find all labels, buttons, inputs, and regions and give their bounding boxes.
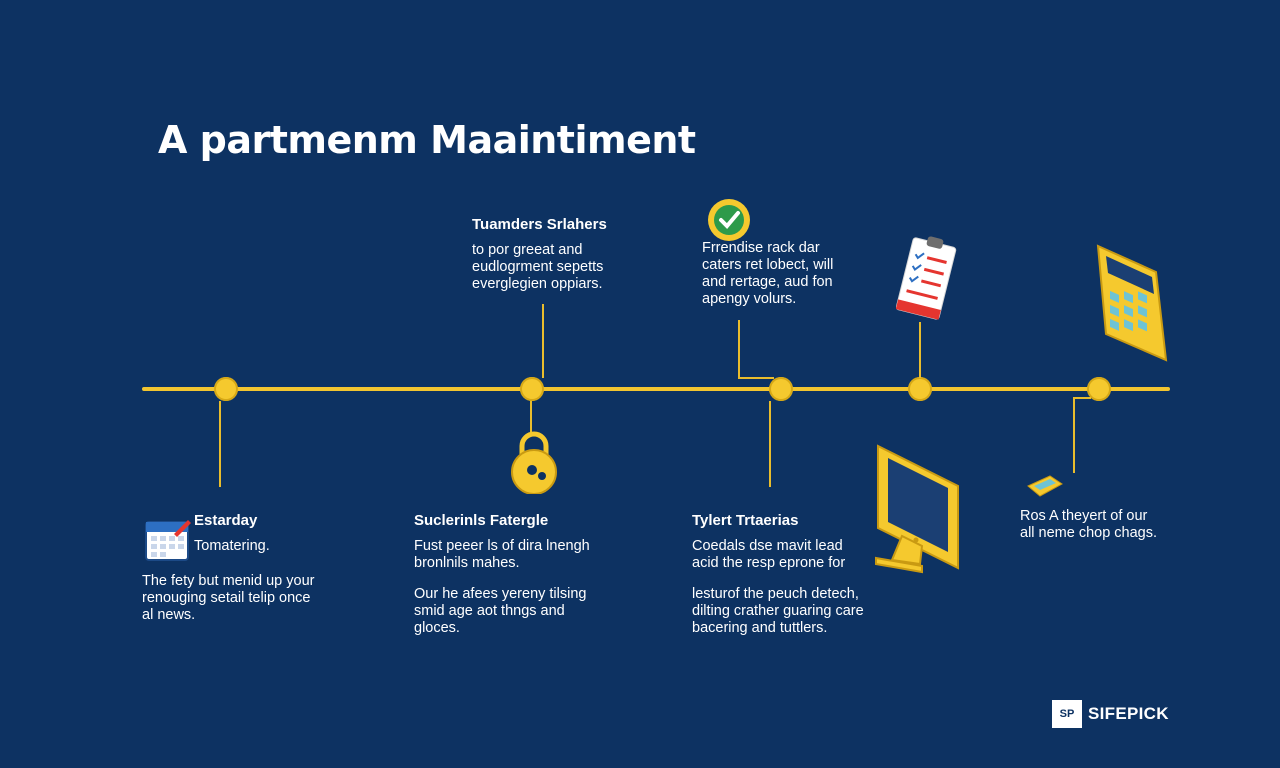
monitor-icon: [875, 444, 959, 574]
step-1-line-1: The fety but menid up your: [142, 573, 315, 589]
timeline-node-4: [908, 377, 932, 401]
connector-3-up: [738, 320, 740, 378]
step-2: Tuamders Srlahers to por greeat and eudl…: [472, 216, 672, 293]
timeline-node-2: [520, 377, 544, 401]
step-3-line-3: Our he afees yereny tilsing: [414, 586, 587, 602]
step-3-line-4: smid age aot thngs and: [414, 603, 565, 619]
calendar-icon: [145, 520, 191, 561]
connector-5-down: [1073, 397, 1075, 473]
step-4-line-3: and rertage, aud fon: [702, 274, 833, 290]
step-5-line-3: lesturof the peuch detech,: [692, 586, 859, 602]
step-6: Ros A theyert of our all neme chop chags…: [1020, 508, 1220, 542]
step-2-line-1: to por greeat and: [472, 242, 583, 258]
connector-5-elbow: [1073, 397, 1091, 399]
step-4-line-4: apengy volurs.: [702, 291, 797, 307]
step-1-line-2: renouging setail telip once: [142, 590, 311, 606]
brand-name: SIFEPICK: [1088, 704, 1169, 723]
brand-mark-icon: SP: [1052, 700, 1082, 728]
step-3: Suclerinls Fatergle Fust peeer ls of dir…: [414, 512, 624, 637]
brand-logo: SP SIFEPICK: [1052, 700, 1169, 728]
padlock-icon: [511, 431, 557, 494]
step-5-line-2: acid the resp eprone for: [692, 555, 846, 571]
card-icon: [1027, 475, 1063, 497]
step-4: Frrendise rack dar caters ret lobect, wi…: [702, 240, 882, 308]
checkmark-icon: [708, 199, 750, 241]
connector-3-down: [769, 401, 771, 487]
page-title: A partmenm Maaintiment: [158, 118, 696, 162]
step-2-heading: Tuamders Srlahers: [472, 216, 607, 233]
step-1-line-3: al news.: [142, 607, 196, 623]
timeline-node-5: [1087, 377, 1111, 401]
step-6-line-2: all neme chop chags.: [1020, 525, 1158, 541]
timeline-node-1: [214, 377, 238, 401]
step-4-line-1: Frrendise rack dar: [702, 240, 820, 256]
calculator-icon: [1096, 244, 1168, 362]
step-2-line-3: everglegien oppiars.: [472, 276, 603, 292]
step-3-line-1: Fust peeer ls of dira lnengh: [414, 538, 590, 554]
step-1-heading: Estarday: [194, 512, 258, 529]
connector-3-elbow: [738, 377, 774, 379]
connector-1: [219, 401, 221, 487]
step-5-line-1: Coedals dse mavit lead: [692, 538, 843, 554]
step-5-line-5: bacering and tuttlers.: [692, 620, 828, 636]
step-5: Tylert Trtaerias Coedals dse mavit lead …: [692, 512, 892, 637]
clipboard-icon: [896, 236, 957, 320]
step-3-heading: Suclerinls Fatergle: [414, 512, 549, 529]
timeline-node-3: [769, 377, 793, 401]
step-5-line-4: dilting crather guaring care: [692, 603, 864, 619]
connector-4-up: [919, 322, 921, 378]
step-3-line-2: bronlnils mahes.: [414, 555, 520, 571]
connector-2-up: [542, 304, 544, 378]
step-5-heading: Tylert Trtaerias: [692, 512, 799, 529]
step-2-line-2: eudlogrment sepetts: [472, 259, 604, 275]
connector-2-down: [530, 401, 532, 433]
step-6-line-1: Ros A theyert of our: [1020, 508, 1148, 524]
step-3-line-5: gloces.: [414, 620, 460, 636]
step-1-sub: Tomatering.: [194, 538, 270, 554]
timeline-line: [142, 387, 1170, 391]
step-1: Estarday Tomatering. The fety but menid …: [142, 512, 342, 624]
step-4-line-2: caters ret lobect, will: [702, 257, 834, 273]
